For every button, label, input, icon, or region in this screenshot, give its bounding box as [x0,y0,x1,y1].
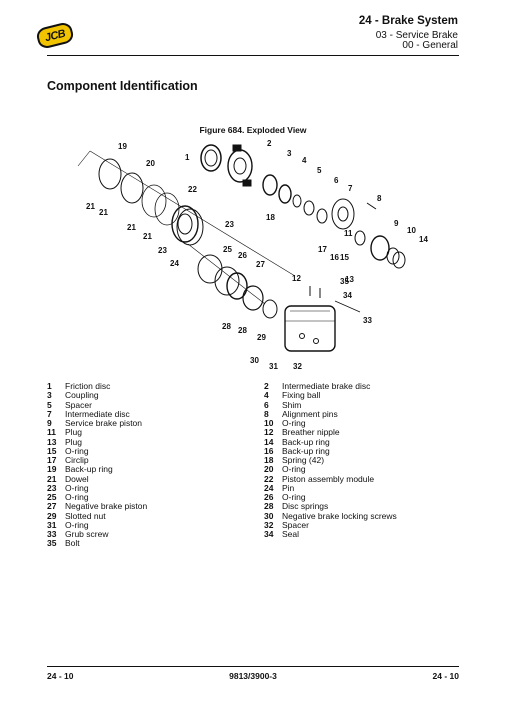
svg-text:14: 14 [419,235,428,244]
svg-text:25: 25 [223,245,232,254]
header-divider [47,55,459,56]
svg-text:28: 28 [222,322,231,331]
svg-text:28: 28 [238,326,247,335]
svg-text:33: 33 [363,316,372,325]
svg-text:9: 9 [394,219,399,228]
svg-text:22: 22 [188,185,197,194]
svg-text:7: 7 [348,184,353,193]
svg-text:21: 21 [86,202,95,211]
svg-text:15: 15 [340,253,349,262]
svg-text:2: 2 [267,139,272,148]
svg-text:21: 21 [99,208,108,217]
callout-labels: 1 2 3 4 5 6 7 8 9 10 11 12 13 14 15 16 1… [86,139,428,371]
section-heading: Component Identification [47,79,198,93]
svg-text:3: 3 [287,149,292,158]
svg-text:21: 21 [143,232,152,241]
svg-text:6: 6 [334,176,339,185]
svg-text:5: 5 [317,166,322,175]
svg-text:11: 11 [344,229,353,238]
svg-text:29: 29 [257,333,266,342]
svg-text:13: 13 [345,275,354,284]
subsection-subtitle: 00 - General [402,40,458,51]
footer-divider [47,666,459,667]
section-subtitle: 03 - Service Brake [375,30,458,41]
svg-text:4: 4 [302,156,307,165]
footer-page-left: 24 - 10 [47,671,74,681]
figure-caption: Figure 684. Exploded View [199,125,307,135]
footer-page-right: 24 - 10 [432,671,459,681]
svg-text:19: 19 [118,142,127,151]
svg-text:34: 34 [343,291,352,300]
svg-text:27: 27 [256,260,265,269]
jcb-logo: JCB [34,20,76,51]
svg-text:23: 23 [225,220,234,229]
svg-text:8: 8 [377,194,382,203]
svg-text:18: 18 [266,213,275,222]
svg-text:16: 16 [330,253,339,262]
svg-text:21: 21 [127,223,136,232]
logo-text: JCB [43,27,67,44]
svg-text:10: 10 [407,226,416,235]
svg-text:32: 32 [293,362,302,371]
svg-text:30: 30 [250,356,259,365]
svg-text:20: 20 [146,159,155,168]
chapter-title: 24 - Brake System [358,15,458,27]
svg-text:26: 26 [238,251,247,260]
footer-doc-number: 9813/3900-3 [229,671,277,681]
svg-text:35: 35 [340,277,349,286]
svg-text:23: 23 [158,246,167,255]
exploded-view-diagram: 1 2 3 4 5 6 7 8 9 10 11 12 13 14 15 16 1… [77,139,428,371]
svg-text:24: 24 [170,259,179,268]
svg-text:17: 17 [318,245,327,254]
svg-text:31: 31 [269,362,278,371]
svg-text:1: 1 [185,153,190,162]
svg-text:12: 12 [292,274,301,283]
